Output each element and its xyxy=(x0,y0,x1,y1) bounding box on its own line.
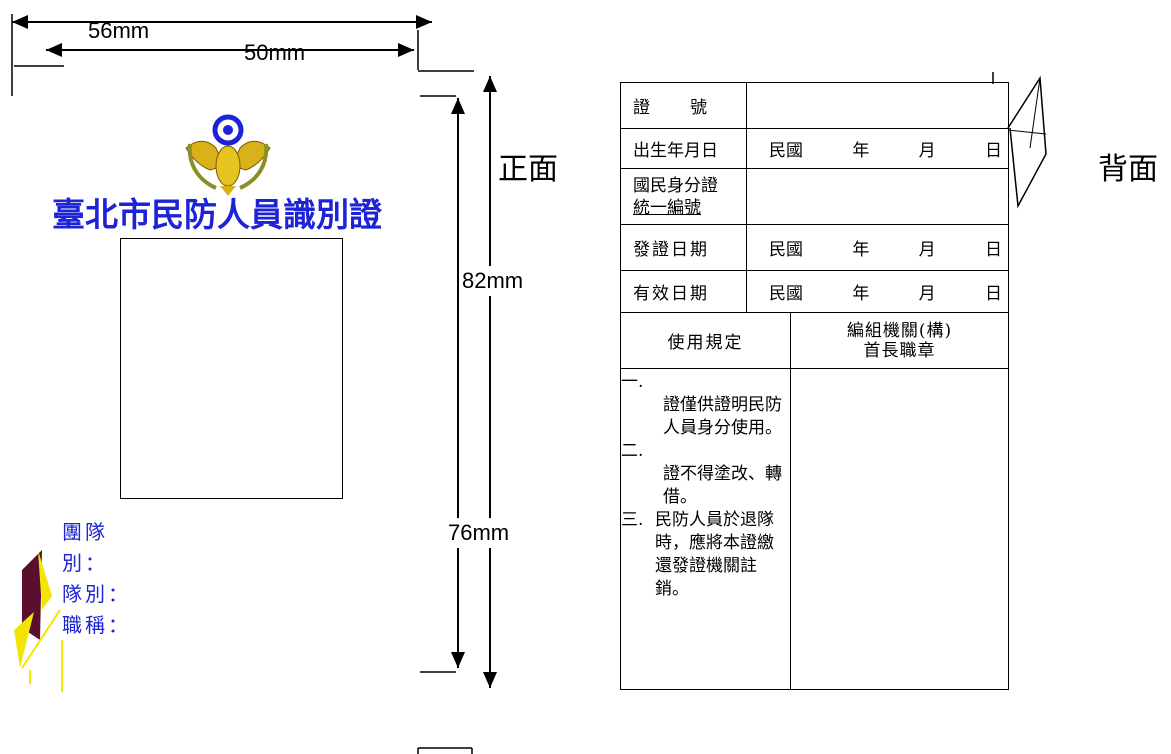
rule-3-text: 民防人員於退隊時，應將本證繳還發證機關註銷。 xyxy=(655,510,774,599)
eagle-emblem-icon xyxy=(185,114,271,196)
rules-text: 一. 證僅供證明民防人員身分使用。 二. 證不得塗改、轉借。 三. 民防人員於退… xyxy=(620,368,791,690)
issue-era: 民國 xyxy=(769,240,803,260)
expiry-day: 日 xyxy=(984,284,1002,304)
dimension-50mm-label: 50mm xyxy=(244,40,306,65)
field-title: 職稱： xyxy=(62,613,131,637)
rule-1-text: 證僅供證明民防人員身分使用。 xyxy=(663,395,782,438)
cert-no-label: 證 號 xyxy=(620,82,747,129)
id-value xyxy=(746,168,1009,225)
rule-3-number: 三. xyxy=(621,510,644,530)
issue-day: 日 xyxy=(984,240,1002,260)
issue-year: 年 xyxy=(852,240,870,260)
birth-month: 月 xyxy=(918,141,936,161)
dimension-76mm-label: 76mm xyxy=(448,518,510,548)
expiry-date-label: 有效日期 xyxy=(620,270,747,313)
seal-area xyxy=(790,368,1009,690)
birth-era: 民國 xyxy=(769,141,803,161)
dimension-56mm-label: 56mm xyxy=(88,18,150,43)
expiry-era: 民國 xyxy=(769,284,803,304)
card-title: 臺北市民防人員識別證 xyxy=(52,195,382,234)
birth-day: 日 xyxy=(984,141,1002,161)
birth-label: 出生年月日 xyxy=(620,128,747,169)
seal-label: 編組機關(構) 首長職章 xyxy=(790,312,1009,369)
front-side-label: 正面 xyxy=(498,152,558,187)
rule-2-number: 二. xyxy=(621,441,644,461)
id-label-line1: 國民身分證 xyxy=(633,175,718,196)
photo-box xyxy=(120,238,343,499)
dimension-82mm-label: 82mm xyxy=(462,266,524,296)
expiry-month: 月 xyxy=(918,284,936,304)
issue-month: 月 xyxy=(918,240,936,260)
cert-no-value xyxy=(746,82,1009,129)
issue-date-value: 民國 年 月 日 xyxy=(746,224,1009,271)
field-team: 團隊 xyxy=(62,520,108,544)
back-side-label: 背面 xyxy=(1098,152,1158,187)
rules-label: 使用規定 xyxy=(620,312,791,369)
id-label: 國民身分證 統一編號 xyxy=(620,168,747,225)
birth-year: 年 xyxy=(852,141,870,161)
seal-label-line2: 首長職章 xyxy=(863,340,936,361)
expiry-year: 年 xyxy=(852,284,870,304)
id-label-line2: 統一編號 xyxy=(633,197,701,218)
seal-label-line1: 編組機關(構) xyxy=(846,320,953,341)
issue-date-label: 發證日期 xyxy=(620,224,747,271)
rule-1-number: 一. xyxy=(621,372,644,392)
expiry-date-value: 民國 年 月 日 xyxy=(746,270,1009,313)
field-squad: 隊別： xyxy=(62,582,131,606)
birth-value: 民國 年 月 日 xyxy=(746,128,1009,169)
field-team-cont: 別： xyxy=(62,551,108,575)
front-fields: 團隊 別： 隊別： 職稱： xyxy=(62,517,131,641)
back-side-table: 證 號 出生年月日 民國 年 月 日 國民身分證 統一編號 發證日期 民國 年 … xyxy=(620,82,1009,690)
rule-2-text: 證不得塗改、轉借。 xyxy=(663,464,782,507)
